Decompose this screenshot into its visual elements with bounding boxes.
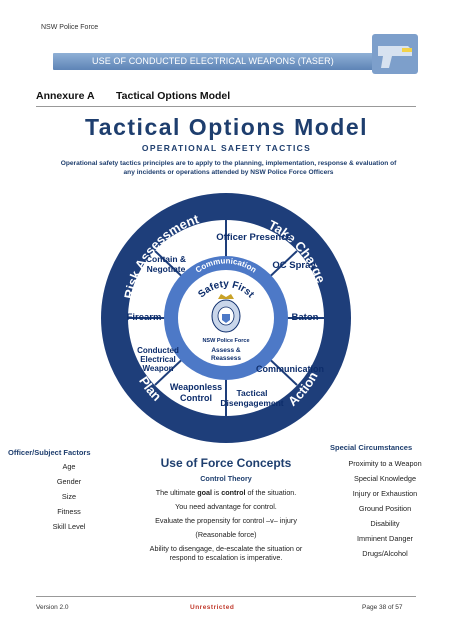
annex-label: Annexure A — [36, 90, 95, 102]
page-title: Tactical Options Model — [84, 114, 369, 140]
option-oc-spray: OC Spray — [272, 260, 316, 271]
header-org: NSW Police Force — [41, 24, 99, 31]
footer-version: Version 2.0 — [36, 604, 69, 611]
left-panel-list: Age Gender Size Fitness Skill Level — [8, 462, 130, 537]
list-item: Ground Position — [358, 504, 412, 513]
list-item: Gender — [56, 477, 82, 486]
option-electrical: Electrical — [140, 355, 176, 364]
concept-line: (Reasonable force) — [195, 530, 257, 539]
list-item: Special Knowledge — [353, 474, 417, 483]
centre-org: NSW Police Force — [202, 338, 249, 344]
option-officer-presence: Officer Presence — [216, 232, 292, 243]
option-communication: Communication — [256, 364, 324, 374]
list-item: Skill Level — [52, 522, 86, 531]
list-item: Size — [61, 492, 77, 501]
taser-icon — [372, 34, 418, 74]
page-subtitle: OPERATIONAL SAFETY TACTICS — [141, 143, 312, 153]
footer-classification: Unrestricted — [190, 604, 235, 611]
list-item: Proximity to a Weapon — [348, 459, 422, 468]
footer-divider — [36, 596, 416, 597]
option-tactical: Tactical — [236, 388, 267, 398]
control-theory-heading: Control Theory — [200, 474, 252, 483]
concept-line: Evaluate the propensity for control –v– … — [155, 516, 297, 525]
document-banner — [53, 53, 418, 70]
list-item: Age — [62, 462, 76, 471]
list-item: Imminent Danger — [357, 534, 413, 543]
police-crest-icon — [211, 294, 241, 333]
list-item: Disability — [370, 519, 400, 528]
option-weapon: Weapon — [143, 364, 174, 373]
option-conducted: Conducted — [137, 346, 179, 355]
banner-title: USE OF CONDUCTED ELECTRICAL WEAPONS (TAS… — [92, 56, 334, 66]
option-disengagement: Disengagement — [220, 398, 283, 408]
list-item: Fitness — [57, 507, 81, 516]
right-panel-list: Proximity to a Weapon Special Knowledge … — [322, 459, 448, 564]
list-item: Drugs/Alcohol — [362, 549, 408, 558]
option-contain: Contain & — [146, 254, 186, 264]
list-item: Injury or Exhaustion — [352, 489, 418, 498]
right-panel-heading: Special Circumstances — [330, 443, 413, 452]
concept-line: Ability to disengage, de-escalate the si… — [149, 544, 303, 562]
option-baton: Baton — [292, 312, 319, 323]
footer-page-number: Page 38 of 57 — [362, 604, 403, 611]
intro-text: Operational safety tactics principles ar… — [60, 160, 397, 176]
centre-assess: Assess & — [211, 347, 241, 354]
annex-divider — [36, 106, 416, 107]
annex-title: Tactical Options Model — [116, 90, 231, 102]
option-firearm: Firearm — [127, 312, 162, 323]
tactical-options-wheel: Risk Assessment Take Charge Plan Action … — [101, 193, 351, 443]
goal-statement: The ultimate goal is control of the situ… — [155, 488, 297, 497]
left-panel-heading: Officer/Subject Factors — [8, 448, 91, 457]
middle-panel-heading: Use of Force Concepts — [160, 456, 292, 470]
concept-line: You need advantage for control. — [175, 502, 277, 511]
option-negotiate: Negotiate — [147, 264, 186, 274]
option-control: Control — [180, 393, 212, 403]
middle-panel-body: Control Theory The ultimate goal is cont… — [138, 474, 314, 567]
centre-reassess: Reassess — [211, 355, 241, 362]
option-weaponless: Weaponless — [170, 382, 222, 392]
